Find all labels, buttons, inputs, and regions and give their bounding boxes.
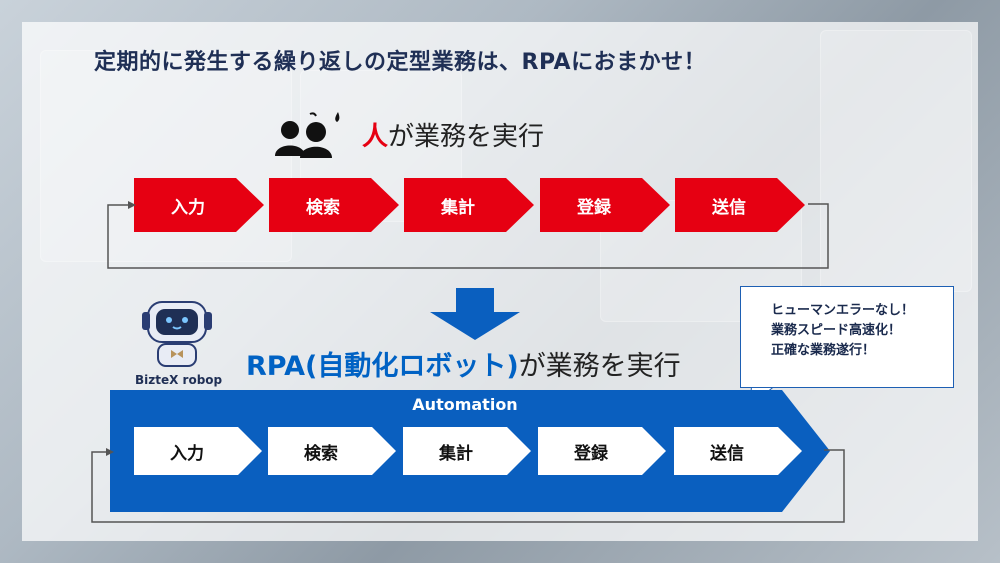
human-step-send: 送信	[675, 178, 805, 232]
human-row: 人が業務を実行	[272, 108, 544, 160]
automation-label: Automation	[412, 395, 518, 414]
robot-step-send: 送信	[674, 427, 802, 475]
robot-mascot-icon	[142, 301, 212, 367]
rpa-label: RPA(自動化ロボット)が業務を実行	[246, 351, 681, 382]
robot-step-register: 登録	[538, 427, 666, 475]
robot-loop-line	[91, 448, 845, 523]
down-arrow-icon	[430, 288, 520, 340]
human-label: 人が業務を実行	[362, 121, 545, 152]
callout-line: 正確な業務遂行！	[771, 343, 876, 358]
human-step-input: 入力	[134, 178, 264, 232]
callout-box: ヒューマンエラーなし！ 業務スピード高速化！ 正確な業務遂行！	[740, 286, 954, 388]
robot-name: BizteX robop	[135, 373, 223, 387]
people-icon	[275, 112, 340, 158]
robot-step-input: 入力	[134, 427, 262, 475]
human-step-aggregate: 集計	[404, 178, 534, 232]
callout-line: ヒューマンエラーなし！	[771, 303, 915, 318]
page-title: 定期的に発生する繰り返しの定型業務は、RPAにおまかせ！	[94, 50, 707, 75]
human-step-register: 登録	[540, 178, 670, 232]
robot-step-search: 検索	[268, 427, 396, 475]
human-loop-line	[107, 201, 829, 269]
callout-line: 業務スピード高速化！	[771, 323, 902, 338]
human-step-search: 検索	[269, 178, 399, 232]
robot-step-aggregate: 集計	[403, 427, 531, 475]
